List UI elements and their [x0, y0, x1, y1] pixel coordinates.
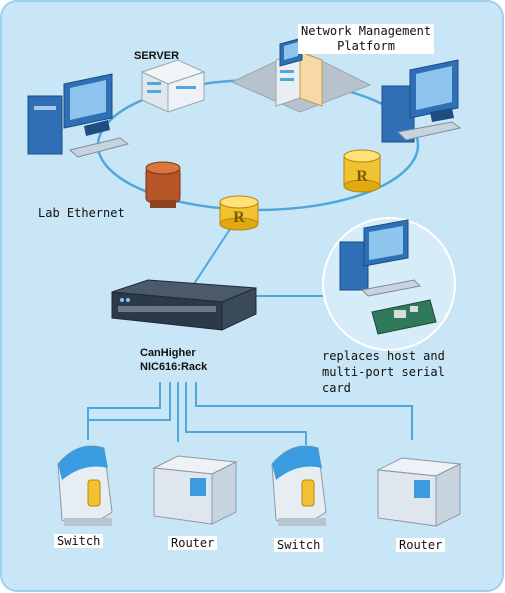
ring-node-brown-icon — [145, 161, 181, 208]
switch-2-icon — [271, 445, 327, 526]
device-rack-icon — [111, 279, 257, 331]
platform-tower-icon — [275, 37, 323, 107]
switch-2-label: Switch — [274, 538, 324, 552]
device-label: CanHigher NIC616:Rack — [140, 347, 208, 373]
router-center-symbol: R — [233, 209, 245, 226]
serial-host-computer-icon — [339, 219, 422, 297]
router-1-icon — [152, 455, 238, 525]
switch-1-icon — [57, 445, 113, 526]
serial-card-icon — [371, 299, 437, 335]
distribution-lines — [87, 382, 413, 445]
replaces-host-label: replaces host and multi-port serial card — [322, 349, 445, 395]
router-2-icon — [376, 457, 462, 527]
router-cylinder-right-icon: R — [343, 149, 381, 193]
workstation-right-icon — [381, 59, 462, 143]
router-cylinder-center-icon: R — [219, 195, 259, 231]
ring-to-device-line — [191, 219, 237, 288]
workstation-left-icon — [27, 73, 130, 158]
lab-ethernet-label: Lab Ethernet — [38, 206, 125, 220]
server-icon — [140, 59, 206, 113]
router-2-label: Router — [396, 538, 446, 552]
network-management-platform-label: Network Management Platform — [298, 24, 435, 54]
router-1-label: Router — [168, 536, 218, 550]
server-label: SERVER — [134, 50, 180, 62]
switch-1-label: Switch — [54, 534, 104, 548]
router-right-symbol: R — [356, 168, 368, 185]
